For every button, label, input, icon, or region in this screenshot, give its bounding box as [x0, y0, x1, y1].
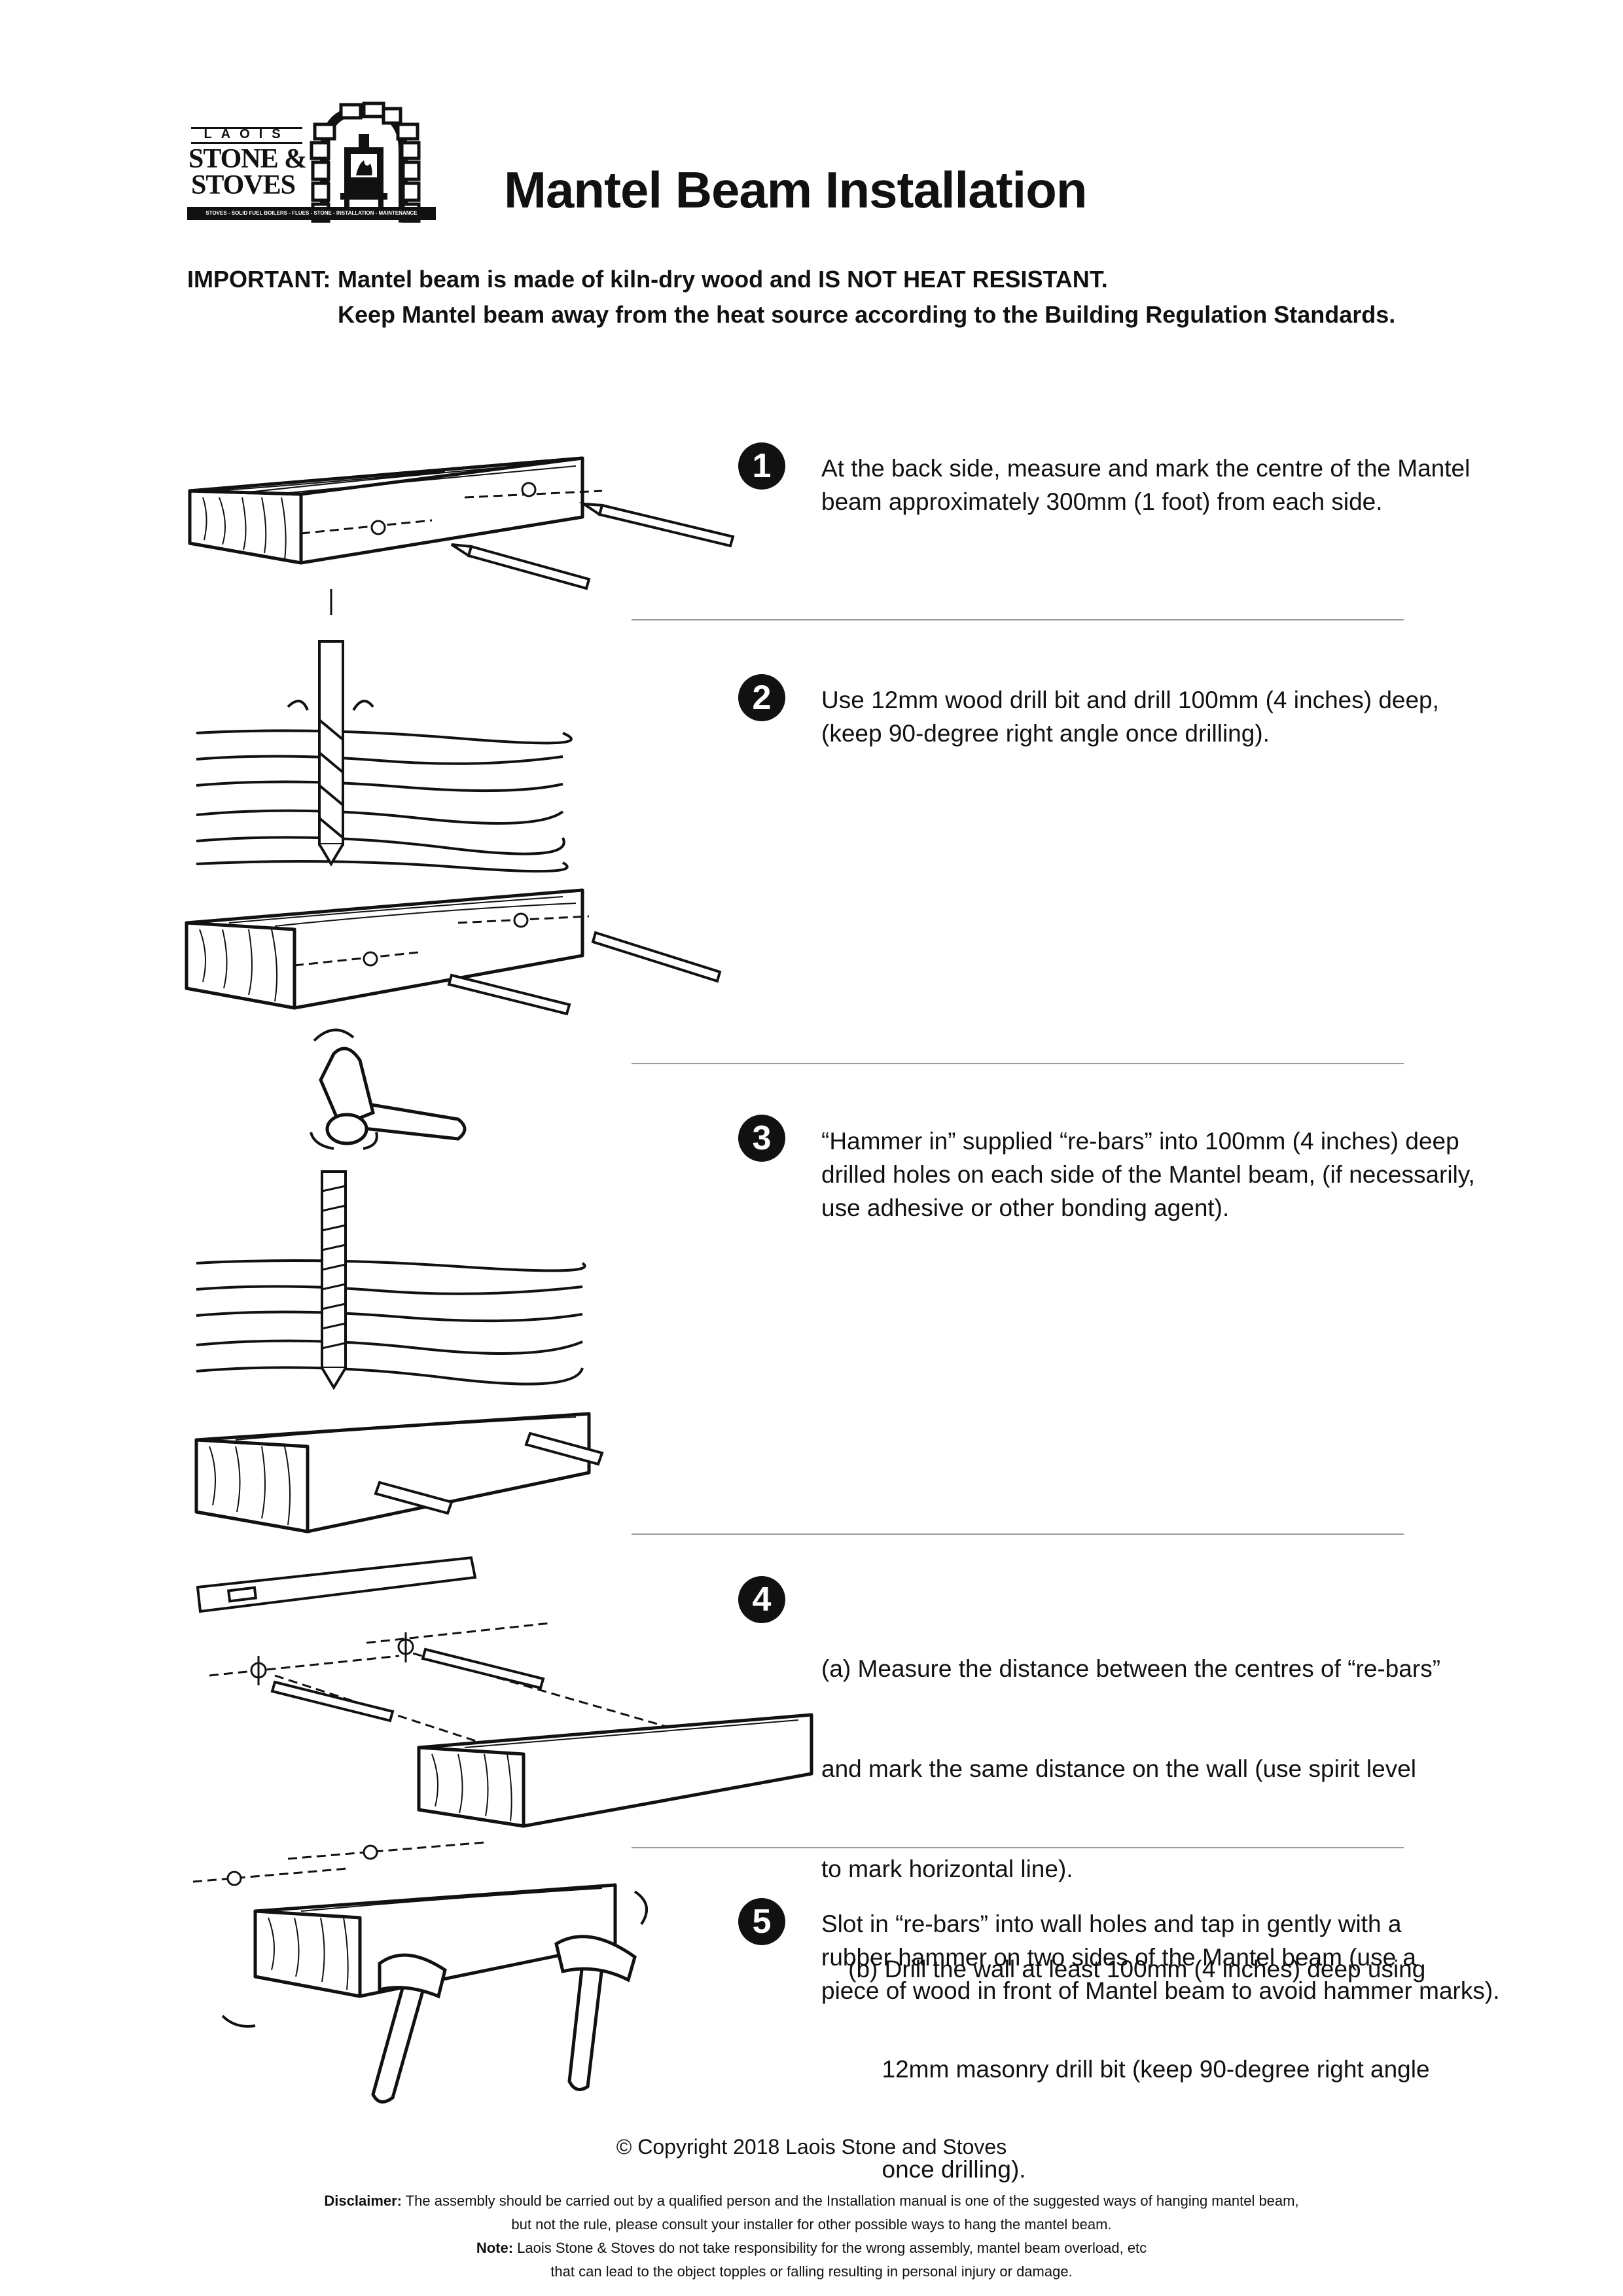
step4-line1: (a) Measure the distance between the cen…: [821, 1655, 1441, 1682]
step2-line2: (keep 90-degree right angle once drillin…: [821, 720, 1270, 747]
disclaimer-line1: The assembly should be carried out by a …: [405, 2193, 1299, 2209]
step4-line4: (b) Drill the wall at least 100mm (4 inc…: [821, 1956, 1426, 1982]
step3-illustration: [194, 1028, 604, 1534]
disclaimer-label: Disclaimer:: [324, 2193, 402, 2209]
copyright: © Copyright 2018 Laois Stone and Stoves: [616, 2135, 1007, 2159]
step5-text: Slot in “re-bars” into wall holes and ta…: [821, 1907, 1499, 2007]
step4-line6: once drilling).: [821, 2156, 1026, 2183]
disclaimer-line2: but not the rule, please consult your in…: [511, 2216, 1112, 2233]
step3-number: 3: [738, 1115, 785, 1162]
step1-line2: beam approximately 300mm (1 foot) from e…: [821, 488, 1383, 515]
step2-number: 2: [738, 674, 785, 721]
step4-line3: to mark horizontal line).: [821, 1856, 1073, 1882]
step1-text: At the back side, measure and mark the c…: [821, 452, 1470, 518]
step4-number: 4: [738, 1576, 785, 1623]
divider: [632, 1534, 1404, 1535]
disclaimer-line4: that can lead to the object topples or f…: [550, 2263, 1073, 2280]
divider: [632, 1847, 1404, 1848]
logo-tagline: STOVES - SOLID FUEL BOILERS - FLUES - ST…: [205, 210, 418, 216]
step5-line2: rubber hammer on two sides of the Mantel…: [821, 1944, 1417, 1971]
disclaimer: Disclaimer: The assembly should be carri…: [0, 2189, 1623, 2284]
step4-illustration: [196, 1556, 813, 1828]
step4-line2: and mark the same distance on the wall (…: [821, 1755, 1416, 1782]
important-line1: Mantel beam is made of kiln-dry wood and…: [338, 266, 1108, 293]
step1-illustration: [188, 456, 735, 590]
step5-number: 5: [738, 1898, 785, 1945]
important-label: IMPORTANT:: [187, 266, 331, 293]
step1-number: 1: [738, 442, 785, 490]
step3-line3: use adhesive or other bonding agent).: [821, 1194, 1230, 1221]
page-title: Mantel Beam Installation: [504, 161, 1088, 219]
logo-line1: STONE &: [188, 144, 307, 174]
step5-illustration: [192, 1841, 648, 2104]
step1-line1: At the back side, measure and mark the c…: [821, 455, 1471, 482]
step5-line3: piece of wood in front of Mantel beam to…: [821, 1977, 1500, 2004]
divider: [632, 619, 1404, 620]
important-notice: IMPORTANT: Mantel beam is made of kiln-d…: [187, 262, 1395, 332]
company-logo: LAOIS STONE & STOVES STOVES - SOLID FUEL…: [187, 98, 449, 229]
logo-top-text: LAOIS: [204, 127, 290, 141]
step2-illustration: [185, 589, 722, 1016]
step3-line2: drilled holes on each side of the Mantel…: [821, 1161, 1475, 1188]
disclaimer-line3: Laois Stone & Stoves do not take respons…: [517, 2240, 1147, 2256]
important-line2: Keep Mantel beam away from the heat sour…: [338, 301, 1396, 328]
step5-line1: Slot in “re-bars” into wall holes and ta…: [821, 1910, 1402, 1937]
divider: [632, 1063, 1404, 1064]
step3-line1: “Hammer in” supplied “re-bars” into 100m…: [821, 1128, 1459, 1155]
step2-line1: Use 12mm wood drill bit and drill 100mm …: [821, 687, 1439, 713]
step4-text: (a) Measure the distance between the cen…: [821, 1585, 1440, 2219]
step4-line5: 12mm masonry drill bit (keep 90-degree r…: [821, 2056, 1430, 2083]
step3-text: “Hammer in” supplied “re-bars” into 100m…: [821, 1124, 1475, 1225]
step2-text: Use 12mm wood drill bit and drill 100mm …: [821, 683, 1439, 750]
logo-line2: STOVES: [191, 170, 296, 200]
note-label: Note:: [476, 2240, 514, 2256]
